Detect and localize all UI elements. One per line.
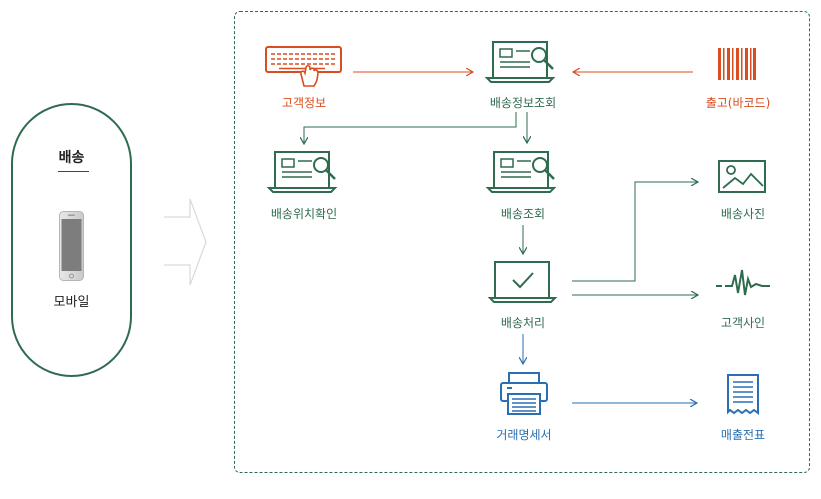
- laptop-search-icon: [484, 41, 556, 83]
- signature-icon: [716, 269, 770, 296]
- label-release-barcode: 출고(바코드): [705, 96, 771, 110]
- label-delivery-processing: 배송처리: [500, 316, 546, 330]
- mobile-title: 배송: [58, 150, 85, 166]
- mobile-delivery-panel: 배송 모바일: [11, 103, 132, 377]
- laptop-search-icon: [485, 151, 557, 193]
- label-customer-signature: 고객사인: [720, 316, 766, 330]
- laptop-check-icon: [487, 261, 558, 303]
- barcode-icon: [718, 48, 756, 80]
- printer-icon: [500, 372, 548, 415]
- delivery-process-frame: [234, 11, 810, 473]
- label-customer-info: 고객정보: [281, 96, 327, 110]
- flow-arrow-icon: [164, 198, 207, 286]
- title-divider: [58, 171, 89, 172]
- smartphone-icon: [59, 211, 84, 281]
- image-icon: [718, 160, 766, 193]
- label-delivery-query: 배송조회: [500, 207, 546, 221]
- keyboard-icon: [265, 46, 342, 87]
- label-delivery-photo: 배송사진: [720, 207, 766, 221]
- receipt-icon: [727, 374, 759, 415]
- mobile-device-label: 모바일: [53, 295, 90, 310]
- label-delivery-location-check: 배송위치확인: [270, 207, 338, 221]
- label-sales-slip: 매출전표: [720, 428, 766, 442]
- label-delivery-info-query: 배송정보조회: [489, 96, 557, 110]
- laptop-search-icon: [266, 151, 338, 193]
- label-transaction-statement: 거래명세서: [496, 428, 552, 442]
